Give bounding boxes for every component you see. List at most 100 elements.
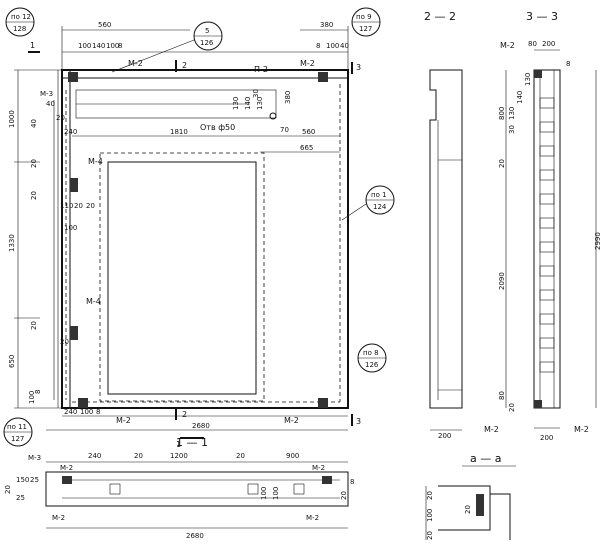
mark-label: М-2 bbox=[128, 59, 143, 68]
plate-m2-bottomright bbox=[318, 398, 328, 408]
dim-text: 200 bbox=[540, 434, 553, 442]
window-frame-dashed bbox=[99, 152, 265, 402]
dim-text: 8 bbox=[316, 42, 320, 50]
section-mark-label: 3 bbox=[356, 417, 361, 426]
dim-text: 30 bbox=[508, 125, 516, 134]
dim-text: 665 bbox=[300, 144, 313, 152]
dim-text: 240 bbox=[64, 408, 77, 416]
panel-outline bbox=[61, 69, 349, 409]
callout-bottom: 127 bbox=[11, 435, 24, 443]
callout-bottom: 126 bbox=[365, 361, 379, 369]
callout-top: по 1 bbox=[371, 191, 387, 199]
callout-bubble: по 12 128 bbox=[5, 7, 35, 37]
dim-text: 130 bbox=[232, 97, 240, 110]
dim-text: 8 bbox=[96, 408, 100, 416]
plate-m2-topleft bbox=[68, 72, 78, 82]
mark-label: М-2 bbox=[574, 425, 589, 434]
dim-text: 800 bbox=[498, 107, 506, 120]
mark-label: М-2 bbox=[306, 514, 319, 522]
dim-text: 70 bbox=[280, 126, 289, 134]
section-mark-1-bottom: 1 bbox=[176, 437, 204, 449]
mark-label: М-3 bbox=[28, 454, 41, 462]
dim-text: 100 bbox=[326, 42, 339, 50]
section-1-1: 1 — 1 М-3 М-2 М-2 М-2 М-2 240 20 1200 20… bbox=[4, 436, 354, 540]
dim-text: 25 bbox=[16, 494, 25, 502]
dim-text: 20 bbox=[30, 191, 38, 200]
section-title: а — а bbox=[470, 452, 501, 465]
dim-text: 140 bbox=[516, 91, 524, 104]
callout-top: по 8 bbox=[363, 349, 379, 357]
callout-bubble: по 8 126 bbox=[357, 343, 387, 373]
section-mark-2-bottom: 2 bbox=[175, 408, 187, 420]
dim-text: 20 bbox=[4, 485, 12, 494]
dim-text: 2990 bbox=[594, 232, 602, 250]
dim-text: 2680 bbox=[192, 422, 210, 430]
section-3-3-profile bbox=[533, 69, 561, 409]
dim-text: 380 bbox=[284, 91, 292, 104]
dim-text: 130 bbox=[256, 97, 264, 110]
dim-text: 200 bbox=[438, 432, 451, 440]
dim-text: 140 bbox=[244, 97, 252, 110]
mark-label: М-4 bbox=[86, 297, 101, 306]
dim-text: 560 bbox=[98, 21, 111, 29]
plate-m2-topright bbox=[318, 72, 328, 82]
dim-text: 130 bbox=[508, 107, 516, 120]
section-title: 3 — 3 bbox=[526, 10, 558, 23]
dim-text: 80 bbox=[498, 391, 506, 400]
section-mark-1-top: 1 bbox=[28, 41, 40, 53]
mark-label: М-2 bbox=[60, 464, 73, 472]
mark-label: М-2 bbox=[116, 416, 131, 425]
dim-text: 140 bbox=[92, 42, 105, 50]
section-mark-label: 2 bbox=[182, 61, 187, 70]
plate-m2-bottomleft bbox=[78, 398, 88, 408]
callout-bottom: 127 bbox=[359, 25, 372, 33]
dim-text: 1810 bbox=[170, 128, 188, 136]
dim-text: 130 bbox=[524, 73, 532, 86]
plate-m4-upper bbox=[70, 178, 78, 192]
dim-text: 100 bbox=[28, 391, 36, 404]
dim-text: 110 bbox=[60, 202, 73, 210]
section-2-2-profile bbox=[429, 69, 463, 409]
callout-bottom: 128 bbox=[13, 25, 26, 33]
mark-label: М-2 bbox=[500, 41, 515, 50]
dim-text: 100 bbox=[426, 509, 434, 522]
callout-bubble: по 1 124 bbox=[341, 185, 395, 221]
dim-text: 20 bbox=[426, 531, 434, 540]
section-mark-3-bottom: 3 bbox=[351, 414, 361, 426]
mark-label: П-2 bbox=[254, 65, 268, 74]
section-mark-label: 3 bbox=[356, 63, 361, 72]
callout-top: 5 bbox=[205, 27, 209, 35]
dim-text: 20 bbox=[60, 338, 69, 346]
dim-text: 650 bbox=[8, 355, 16, 368]
section-title: 1 — 1 bbox=[176, 436, 208, 449]
callout-top: по 9 bbox=[356, 13, 372, 21]
section-mark-label: 2 bbox=[182, 410, 187, 419]
dim-text: 100 bbox=[106, 42, 119, 50]
dim-text: 20 bbox=[236, 452, 245, 460]
dim-text: 20 bbox=[56, 114, 65, 122]
callout-top: по 11 bbox=[7, 423, 27, 431]
plan-view: 1 1 2 2 3 3 по 12 128 bbox=[3, 7, 395, 449]
dim-text: 20 bbox=[340, 491, 348, 500]
hole-label: Отв ф50 bbox=[200, 123, 235, 132]
dim-text: 1000 bbox=[8, 110, 16, 128]
dim-text: 20 bbox=[30, 159, 38, 168]
callout-bubble: 5 126 bbox=[111, 21, 223, 73]
callout-bubble: по 9 127 bbox=[351, 7, 381, 37]
section-1-1-profile bbox=[45, 471, 349, 507]
section-mark-label: 1 bbox=[176, 440, 181, 449]
dim-text: 20 bbox=[30, 321, 38, 330]
callout-bottom: 124 bbox=[373, 203, 387, 211]
mark-label: М-2 bbox=[52, 514, 65, 522]
window-opening bbox=[107, 161, 257, 395]
section-mark-2-top: 2 bbox=[175, 60, 187, 72]
dim-text: 100 bbox=[80, 408, 93, 416]
dim-text: 20 bbox=[134, 452, 143, 460]
dim-text: 240 bbox=[64, 128, 77, 136]
mark-label: М-2 bbox=[312, 464, 325, 472]
mark-label: М-2 bbox=[484, 425, 499, 434]
dim-text: 150 bbox=[16, 476, 29, 484]
mark-label: М-2 bbox=[284, 416, 299, 425]
dim-text: 40 bbox=[30, 119, 38, 128]
dim-text: 900 bbox=[286, 452, 299, 460]
